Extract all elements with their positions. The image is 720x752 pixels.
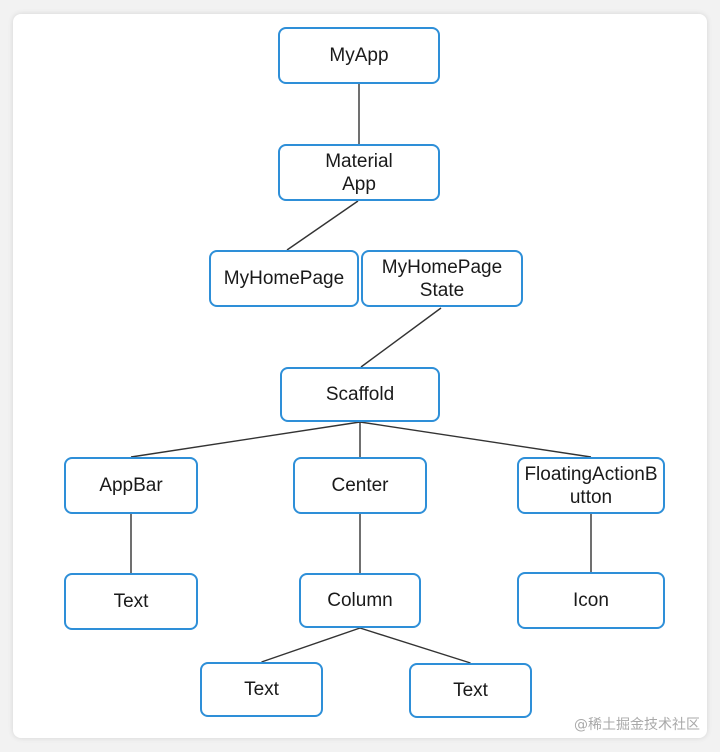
node-appbar: AppBar: [64, 457, 198, 514]
edge-scaffold-fab: [359, 421, 592, 458]
node-myhomepage: MyHomePage: [209, 250, 359, 307]
node-text-appbar: Text: [64, 573, 198, 630]
node-text-left: Text: [200, 662, 323, 717]
node-material-app: Material App: [278, 144, 440, 201]
node-myapp: MyApp: [278, 27, 440, 84]
edge-material_app-myhomepage: [286, 200, 359, 251]
node-center: Center: [293, 457, 427, 514]
node-column: Column: [299, 573, 421, 628]
node-icon: Icon: [517, 572, 665, 629]
node-floating-action-button: FloatingActionB utton: [517, 457, 665, 514]
watermark: @稀土掘金技术社区: [574, 717, 700, 733]
node-text-right: Text: [409, 663, 532, 718]
edge-column-text_left: [261, 627, 361, 663]
edge-column-text_right: [359, 627, 471, 664]
node-scaffold: Scaffold: [280, 367, 440, 422]
node-myhomepage-state: MyHomePage State: [361, 250, 523, 307]
edge-scaffold-appbar: [130, 421, 361, 458]
edge-myhomepage_state-scaffold: [360, 307, 442, 368]
